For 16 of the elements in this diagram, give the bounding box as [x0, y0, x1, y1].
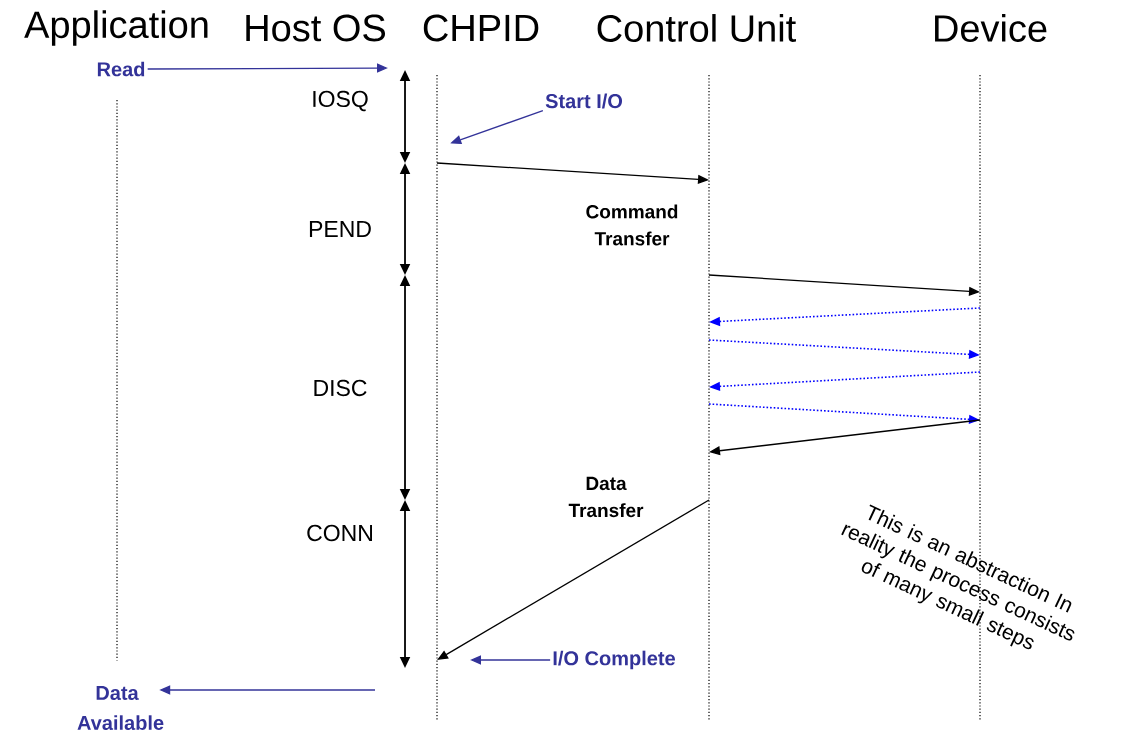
- lifeline-header: Control Unit: [597, 14, 796, 42]
- interval-label: DISC: [314, 379, 367, 397]
- interval-label: CONN: [307, 524, 372, 542]
- event-label: Start I/O: [545, 93, 623, 109]
- edge-label: Data Transfer: [555, 475, 657, 519]
- event-label: I/O Complete: [553, 650, 675, 670]
- event-label: Data Available: [77, 686, 164, 730]
- event-label: Read: [97, 61, 145, 77]
- lifeline-header: CHPID: [423, 14, 539, 42]
- interval-label: IOSQ: [313, 90, 368, 112]
- edge-label: Command Transfer: [581, 203, 683, 247]
- lifeline-header: Application: [24, 10, 208, 46]
- interval-label: PEND: [309, 221, 371, 237]
- lifeline-header: Host OS: [246, 14, 386, 42]
- arrow: [437, 499, 710, 660]
- lifeline-header: Device: [935, 14, 1047, 42]
